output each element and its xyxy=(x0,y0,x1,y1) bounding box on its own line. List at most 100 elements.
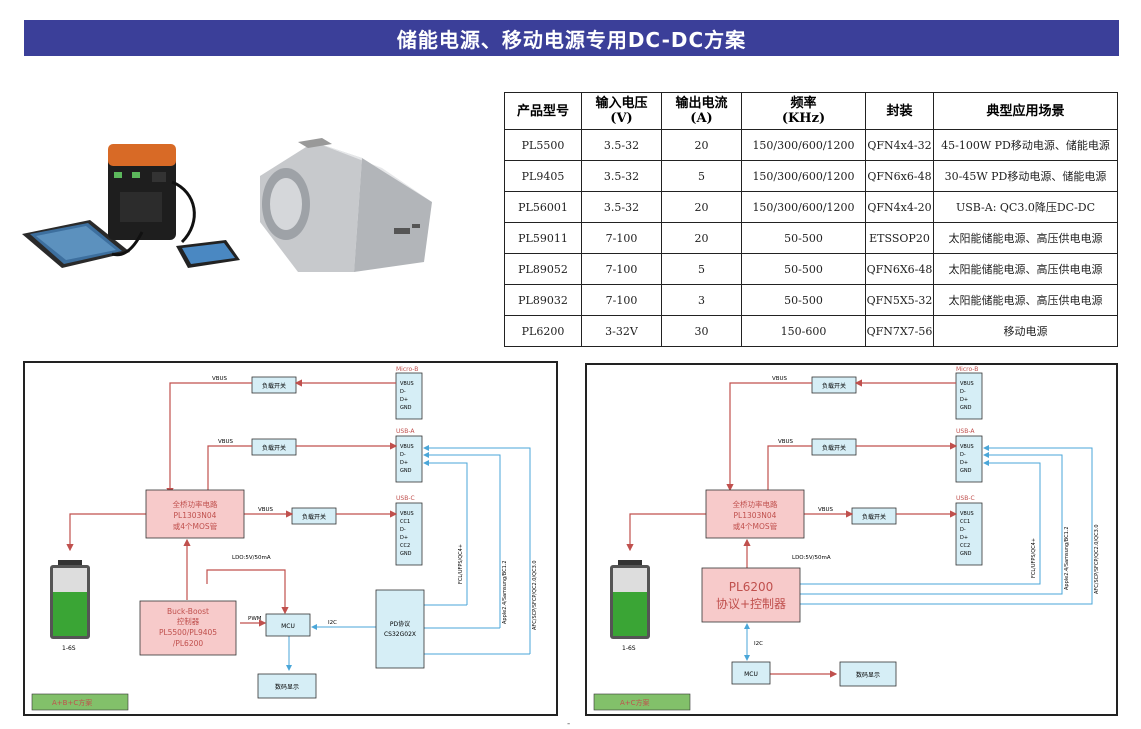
header-model: 产品型号 xyxy=(504,92,582,130)
bridge-block xyxy=(705,489,805,539)
cell-package: QFN4x4-32 xyxy=(865,129,934,161)
pd-label: CS32G02X xyxy=(384,631,416,638)
cell-frequency: 150/300/600/1200 xyxy=(741,160,866,192)
header-application: 典型应用场景 xyxy=(933,92,1118,130)
load-switch-label: 负载开关 xyxy=(302,513,326,521)
pin-label: GND xyxy=(960,405,972,411)
power-station-image xyxy=(108,144,196,257)
cell-output-current: 30 xyxy=(661,315,742,347)
cell-output-current: 3 xyxy=(661,284,742,316)
cell-output-current: 20 xyxy=(661,129,742,161)
load-switch-label: 负载开关 xyxy=(262,382,286,390)
pin-label: D+ xyxy=(400,397,408,403)
cell-application: USB-A: QC3.0降压DC-DC xyxy=(933,191,1118,223)
pin-label: CC1 xyxy=(400,519,410,525)
cell-frequency: 50-500 xyxy=(741,284,866,316)
header-output-current: 输出电流(A) xyxy=(661,92,742,130)
cell-output-current: 20 xyxy=(661,222,742,254)
pd-label: PD协议 xyxy=(390,620,410,628)
port-label-usb-a: USB-A xyxy=(956,428,975,435)
pin-label: CC1 xyxy=(960,519,970,525)
port-label-usb-a: USB-A xyxy=(396,428,415,435)
cell-package: QFN7X7-56 xyxy=(865,315,934,347)
table-row: PL89032 7-100 3 50-500 QFN5X5-32 太阳能储能电源… xyxy=(504,284,1118,316)
pin-label: D- xyxy=(960,527,966,533)
tablet-image xyxy=(22,220,130,268)
pin-label: D- xyxy=(400,389,406,395)
bridge-label: 或4个MOS管 xyxy=(733,521,778,531)
cell-frequency: 150/300/600/1200 xyxy=(741,191,866,223)
bridge-label: PL1303N04 xyxy=(174,511,217,520)
cell-output-current: 20 xyxy=(661,191,742,223)
pin-label: D- xyxy=(400,452,406,458)
cell-model: PL9405 xyxy=(504,160,582,192)
pin-label: VBUS xyxy=(960,444,974,450)
mcu-block xyxy=(265,613,311,637)
pin-label: D+ xyxy=(960,460,968,466)
diagram-frame xyxy=(23,361,558,716)
header-package: 封装 xyxy=(865,92,934,130)
bridge-label: 全桥功率电路 xyxy=(733,499,778,509)
port-label-usb-c: USB-C xyxy=(956,495,975,502)
port-micro-b xyxy=(955,372,983,420)
cell-input-voltage: 7-100 xyxy=(581,222,662,254)
port-usb-a xyxy=(955,435,983,483)
cell-input-voltage: 3.5-32 xyxy=(581,129,662,161)
buck-label: Buck-Boost xyxy=(167,607,209,616)
pin-label: VBUS xyxy=(400,511,414,517)
ldo-label: LDO:5V/50mA xyxy=(792,555,831,561)
pin-label: D- xyxy=(400,527,406,533)
load-switch-2 xyxy=(251,438,297,456)
pd-block xyxy=(375,589,425,669)
scheme-tag xyxy=(31,693,129,711)
cell-input-voltage: 7-100 xyxy=(581,253,662,285)
vbus-label: VBUS xyxy=(818,507,834,513)
vbus-label: VBUS xyxy=(772,376,788,382)
scheme-tag-label: A+B+C方案 xyxy=(52,698,92,707)
cell-output-current: 5 xyxy=(661,253,742,285)
cell-frequency: 50-500 xyxy=(741,253,866,285)
table-row: PL56001 3.5-32 20 150/300/600/1200 QFN4x… xyxy=(504,191,1118,223)
cell-frequency: 150/300/600/1200 xyxy=(741,129,866,161)
vbus-label: VBUS xyxy=(218,439,234,445)
controller-label: PL6200 xyxy=(729,580,773,594)
port-micro-b xyxy=(395,372,423,420)
vbus-label: VBUS xyxy=(212,376,228,382)
bridge-label: 或4个MOS管 xyxy=(173,521,218,531)
load-switch-2 xyxy=(811,438,857,456)
port-usb-a xyxy=(395,435,423,483)
header-input-voltage: 输入电压(V) xyxy=(581,92,662,130)
cell-application: 移动电源 xyxy=(933,315,1118,347)
cell-input-voltage: 3.5-32 xyxy=(581,160,662,192)
pin-label: GND xyxy=(960,551,972,557)
buck-label: 控制器 xyxy=(177,616,200,626)
pin-label: VBUS xyxy=(400,381,414,387)
protocol-label-2: Apple2.4/Samsung/BC1.2 xyxy=(1064,526,1070,590)
load-switch-label: 负载开关 xyxy=(822,444,846,452)
table-row: PL9405 3.5-32 5 150/300/600/1200 QFN6x6-… xyxy=(504,160,1118,192)
scheme-tag-label: A+C方案 xyxy=(620,698,650,707)
cell-package: QFN6x6-48 xyxy=(865,160,934,192)
port-label-usb-c: USB-C xyxy=(396,495,415,502)
port-usb-c xyxy=(955,502,983,566)
power-bank-image xyxy=(260,138,432,272)
pin-label: GND xyxy=(400,405,412,411)
cell-frequency: 50-500 xyxy=(741,222,866,254)
cell-application: 45-100W PD移动电源、储能电源 xyxy=(933,129,1118,161)
protocol-label-2: Apple2.4/Samsung/BC1.2 xyxy=(502,560,508,624)
diagram-frame xyxy=(585,363,1118,716)
page-title: 储能电源、移动电源专用DC-DC方案 xyxy=(24,20,1119,56)
cell-application: 太阳能储能电源、高压供电电源 xyxy=(933,253,1118,285)
cell-model: PL89032 xyxy=(504,284,582,316)
block-diagram-ac: Micro-B VBUS D- D+ GND USB-A VBUS D- D+ … xyxy=(585,363,1118,716)
pin-label: GND xyxy=(960,468,972,474)
table-row: PL5500 3.5-32 20 150/300/600/1200 QFN4x4… xyxy=(504,129,1118,161)
header-frequency: 频率(KHz) xyxy=(741,92,866,130)
pin-label: D+ xyxy=(960,397,968,403)
controller-block xyxy=(701,567,801,623)
cell-model: PL59011 xyxy=(504,222,582,254)
load-switch-label: 负载开关 xyxy=(822,382,846,390)
spec-table: 产品型号 输入电压(V) 输出电流(A) 频率(KHz) 封装 典型应用场景 P… xyxy=(504,92,1118,347)
block-diagram-abc: Micro-B VBUS D- D+ GND USB-A VBUS D- D+ … xyxy=(23,361,558,716)
protocol-label-1: FCL/UFPS/QC4+ xyxy=(1031,538,1037,578)
